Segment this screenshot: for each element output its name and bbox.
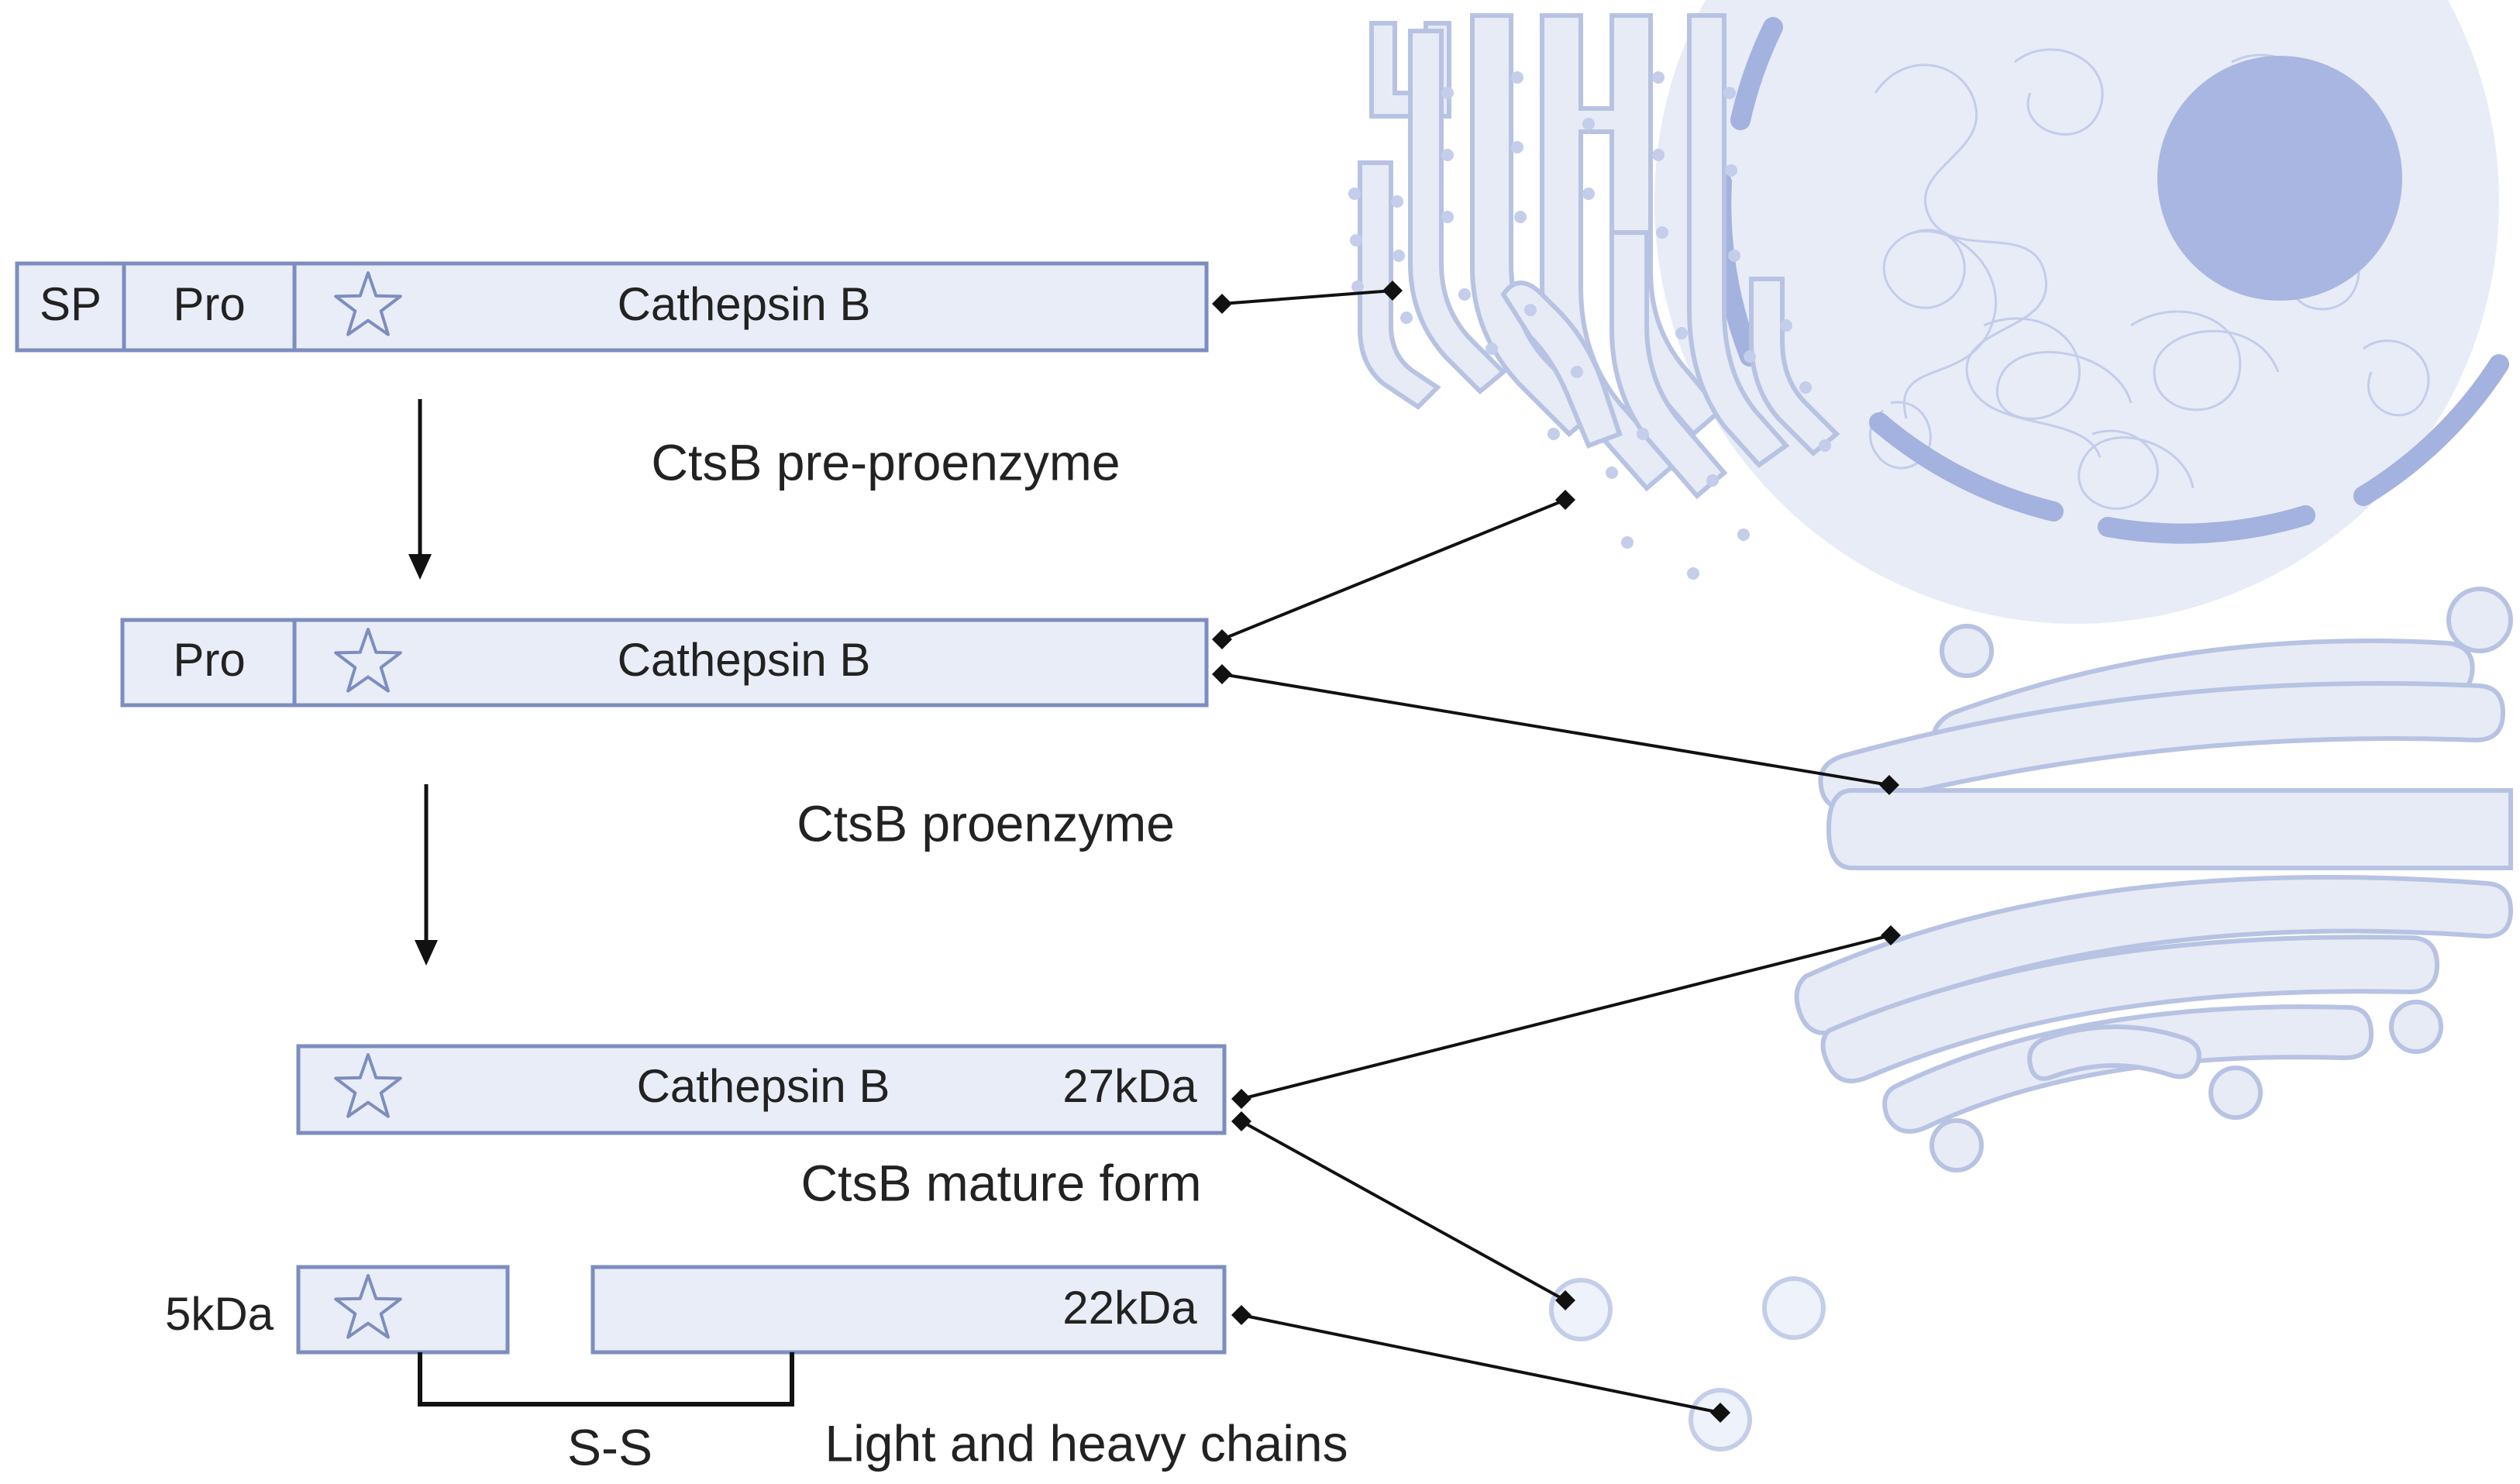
pre-proenzyme-bar: SP Pro Cathepsin B xyxy=(15,261,1209,353)
pre-proenzyme-caption: CtsB pre-proenzyme xyxy=(651,433,1120,491)
disulfide-bond-bracket xyxy=(418,1352,794,1407)
connector-mature-to-golgi xyxy=(1241,934,1892,1100)
connector-lines xyxy=(1221,289,1892,1414)
mature-form-caption: CtsB mature form xyxy=(800,1154,1201,1211)
nucleus xyxy=(1654,0,2509,624)
light-chain-bar xyxy=(296,1265,510,1355)
ribosomes xyxy=(1348,71,1831,580)
signal-peptide-label: SP xyxy=(40,278,102,330)
connector-chains-to-lysosome xyxy=(1241,1314,1721,1414)
rough-er xyxy=(1358,13,1840,500)
golgi-vesicles xyxy=(1930,587,2513,1172)
connector-mature-to-lysosome xyxy=(1241,1120,1566,1302)
pro-domain-label: Pro xyxy=(173,634,245,686)
chromatin xyxy=(1868,48,2430,510)
proenzyme-bar: Pro Cathepsin B xyxy=(120,618,1209,708)
mass-27kda-label: 27kDa xyxy=(1062,1060,1197,1112)
pro-domain-label: Pro xyxy=(173,278,245,330)
mass-22kda-label: 22kDa xyxy=(1062,1282,1197,1334)
mature-form-bar: Cathepsin B 27kDa xyxy=(296,1044,1227,1135)
golgi-apparatus xyxy=(1794,638,2514,1134)
nucleolus xyxy=(2157,56,2402,301)
processing-arrow-2 xyxy=(415,784,438,966)
mass-5kda-label: 5kDa xyxy=(165,1288,274,1340)
cathepsin-b-label: Cathepsin B xyxy=(618,634,871,686)
cathepsin-b-label: Cathepsin B xyxy=(618,278,871,330)
proenzyme-caption: CtsB proenzyme xyxy=(797,794,1175,852)
connector-proenzyme-to-golgi xyxy=(1221,673,1890,787)
cell-illustration xyxy=(1348,0,2514,1451)
disulfide-bond-label: S-S xyxy=(567,1418,652,1475)
processing-arrow-1 xyxy=(408,399,432,580)
lysosome-vesicles xyxy=(1549,1276,1826,1451)
connector-pre-proenzyme-to-er xyxy=(1221,289,1393,305)
chains-caption: Light and heavy chains xyxy=(825,1414,1348,1472)
connector-proenzyme-to-er xyxy=(1221,498,1566,641)
heavy-chain-bar: 22kDa xyxy=(590,1265,1227,1355)
cathepsin-b-label: Cathepsin B xyxy=(637,1060,890,1112)
